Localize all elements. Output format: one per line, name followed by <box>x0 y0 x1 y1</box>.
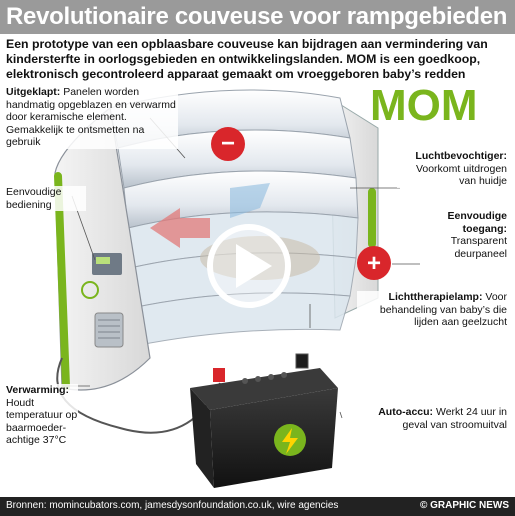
label-toegang: Eenvoudige toegang: Transparent deurpane… <box>411 210 507 260</box>
title-bar: Revolutionaire couveuse voor rampgebiede… <box>0 0 515 34</box>
svg-text:−: − <box>221 130 235 157</box>
label-uitgeklapt-heading: Uitgeklapt: <box>6 86 61 98</box>
air-arrow-blue <box>230 183 270 218</box>
mom-logo-text: MOM <box>370 81 478 130</box>
label-bediening-text: Eenvoudige bediening <box>6 186 62 211</box>
car-battery <box>190 353 338 488</box>
play-button[interactable] <box>207 224 291 308</box>
intro-text: Een prototype van een opblaasbare couveu… <box>6 37 488 81</box>
heat-arrow-red <box>150 208 210 248</box>
footer-sources: Bronnen: momincubators.com, jamesdysonfo… <box>6 500 339 511</box>
mom-logo: MOM <box>370 81 478 130</box>
control-display <box>96 257 110 264</box>
label-luchtbevochtiger-text: Voorkomt uitdrogen van huidje <box>415 162 507 188</box>
label-accu-heading: Auto-accu: <box>378 406 434 418</box>
heater-grille <box>94 312 124 348</box>
label-luchtbevochtiger-heading: Luchtbevochtiger: <box>415 150 507 162</box>
label-lichttherapie-heading: Lichttherapielamp: <box>388 291 483 303</box>
front-mom-emblem <box>81 281 99 299</box>
label-uitgeklapt-text: Panelen worden handmatig opgeblazen en v… <box>6 86 176 148</box>
label-luchtbevochtiger: Luchtbevochtiger: Voorkomt uitdrogen van… <box>397 150 507 188</box>
footer-copyright: © GRAPHIC NEWS <box>419 500 509 511</box>
label-lichttherapie: Lichttherapielamp: Voor behandeling van … <box>357 291 507 329</box>
label-verwarming-heading: Verwarming: <box>6 384 70 396</box>
footer-bar: Bronnen: momincubators.com, jamesdysonfo… <box>0 497 515 516</box>
label-uitgeklapt: Uitgeklapt: Panelen worden handmatig opg… <box>6 86 178 149</box>
rear-green-handle <box>368 188 376 248</box>
front-green-edge <box>54 172 70 390</box>
label-lichttherapie-text: Voor behandeling van baby’s die lijden a… <box>379 291 507 328</box>
label-accu: Auto-accu: Werkt 24 uur in geval van str… <box>357 406 507 431</box>
play-icon <box>236 244 272 288</box>
label-toegang-heading: Eenvoudige toegang: <box>447 210 507 235</box>
svg-text:+: + <box>367 250 381 277</box>
plus-indicator: + <box>357 246 391 280</box>
minus-indicator: − <box>211 127 245 161</box>
label-toegang-text: Transparent deurpaneel <box>450 235 507 260</box>
page-title: Revolutionaire couveuse voor rampgebiede… <box>6 3 508 30</box>
label-verwarming-text: Houdt temperatuur op baarmoeder-achtige … <box>6 396 78 447</box>
label-accu-text: Werkt 24 uur in geval van stroomuitval <box>402 406 507 431</box>
front-end-cap <box>54 106 151 391</box>
label-bediening: Eenvoudige bediening <box>6 186 86 211</box>
label-verwarming: Verwarming: Houdt temperatuur op baarmoe… <box>6 384 78 447</box>
